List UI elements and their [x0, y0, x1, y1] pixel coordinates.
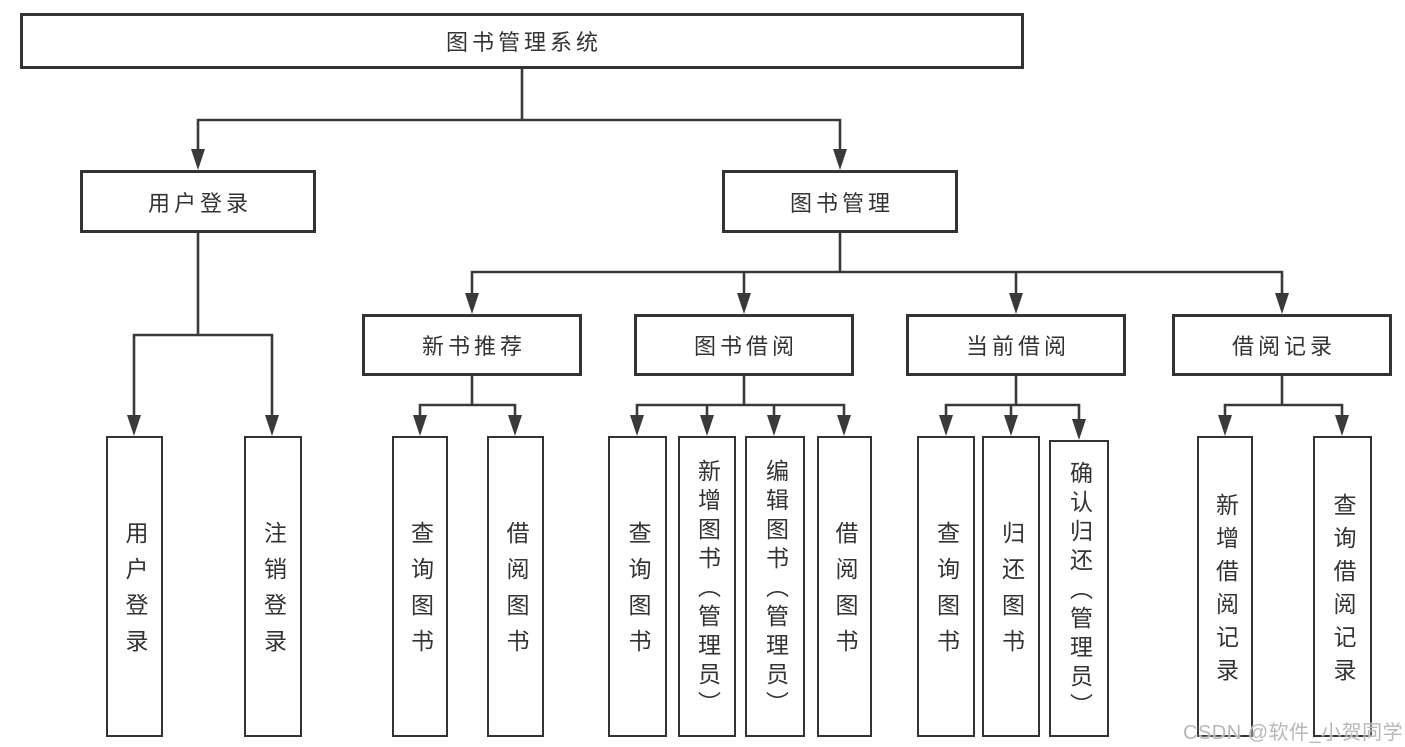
node-new-book-recommendation: 新书推荐 [362, 314, 582, 376]
leaf-query-borrowing-record: 查询借阅记录 [1313, 436, 1372, 737]
leaf-add-books-admin: 新增图书（管理员） [678, 436, 736, 737]
connector-arrowheads [127, 149, 1349, 440]
leaf-logout: 注销登录 [244, 436, 302, 737]
leaf-label: 查询图书 [933, 520, 960, 665]
leaf-label: 查询图书 [407, 520, 434, 665]
leaf-label: 归还图书 [998, 520, 1025, 665]
node-label: 当前借阅 [965, 334, 1070, 359]
leaf-label: 新增借阅记录 [1212, 492, 1239, 691]
leaf-current-query-books: 查询图书 [917, 436, 975, 737]
leaf-newbook-query-books: 查询图书 [392, 436, 448, 737]
leaf-newbook-borrow-books: 借阅图书 [487, 436, 544, 737]
leaf-add-borrowing-record: 新增借阅记录 [1197, 436, 1253, 737]
leaf-borrow-books: 借阅图书 [817, 436, 872, 737]
leaf-confirm-return-admin: 确认归还（管理员） [1049, 440, 1109, 737]
leaf-label: 借阅图书 [503, 520, 529, 665]
node-label: 图书管理 [789, 190, 894, 216]
leaf-label: 新增图书（管理员） [694, 459, 721, 720]
leaf-label: 注销登录 [260, 520, 287, 665]
node-user-login-branch: 用户登录 [80, 170, 316, 233]
node-book-borrowing: 图书借阅 [634, 314, 854, 376]
leaf-label: 查询图书 [625, 520, 651, 665]
leaf-label: 查询借阅记录 [1330, 492, 1356, 691]
node-label: 图书管理系统 [445, 30, 602, 55]
leaf-borrowing-query-books: 查询图书 [608, 436, 667, 737]
leaf-label: 确认归还（管理员） [1066, 461, 1093, 722]
node-label: 图书借阅 [693, 334, 798, 359]
node-label: 用户登录 [147, 190, 252, 216]
leaf-label: 用户登录 [122, 520, 148, 665]
leaf-return-books: 归还图书 [982, 436, 1040, 737]
leaf-label: 编辑图书（管理员） [762, 459, 789, 720]
node-label: 借阅记录 [1231, 334, 1336, 359]
watermark-csdn: CSDN @软件_小贺同学 [1183, 722, 1404, 744]
node-current-borrowing: 当前借阅 [906, 314, 1126, 376]
leaf-user-login: 用户登录 [106, 436, 163, 737]
node-library-management-system: 图书管理系统 [20, 13, 1024, 69]
leaf-label: 借阅图书 [832, 520, 858, 665]
node-borrowing-records: 借阅记录 [1172, 314, 1392, 376]
node-book-management-branch: 图书管理 [722, 170, 958, 233]
leaf-edit-books-admin: 编辑图书（管理员） [745, 436, 805, 737]
node-label: 新书推荐 [421, 334, 526, 359]
